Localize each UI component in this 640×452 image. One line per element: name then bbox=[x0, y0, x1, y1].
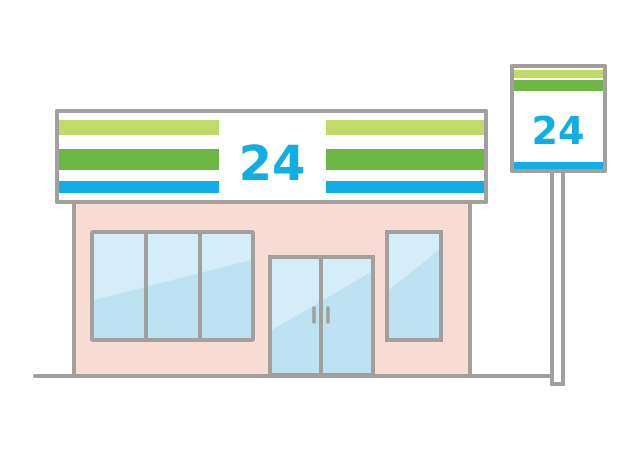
pole bbox=[550, 168, 565, 386]
stripe-light-green-left bbox=[59, 120, 219, 135]
entrance-door bbox=[268, 255, 375, 377]
pole-stripe-light-green bbox=[514, 70, 603, 78]
pole-sign-number: 24 bbox=[532, 109, 585, 153]
pole-stripe-green bbox=[514, 80, 603, 91]
stripe-green-right bbox=[326, 149, 484, 170]
store-signboard: 24 bbox=[55, 109, 488, 204]
left-window bbox=[90, 230, 255, 342]
stripe-light-green-right bbox=[326, 120, 484, 135]
stripe-blue-left bbox=[59, 181, 219, 193]
pole-sign: 24 bbox=[510, 64, 607, 386]
store-sign-number: 24 bbox=[239, 136, 306, 192]
pole-stripe-blue bbox=[514, 162, 603, 169]
store-building bbox=[72, 196, 472, 378]
right-window bbox=[385, 230, 443, 342]
stripe-green-left bbox=[59, 149, 219, 170]
stripe-blue-right bbox=[326, 181, 484, 193]
